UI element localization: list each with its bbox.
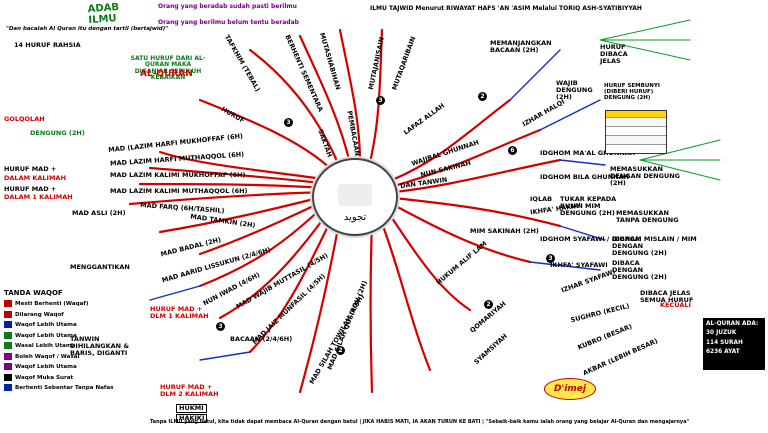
info-line: 30 JUZUK bbox=[706, 330, 737, 337]
center-hub: تجويد bbox=[312, 158, 398, 236]
legend-item: Dilarang Waqof bbox=[4, 310, 100, 321]
label-dibaca-dengan-dengung: DIBACA DENGAN DENGUNG (2H) bbox=[612, 235, 667, 257]
step-badge: 2 bbox=[336, 346, 345, 355]
legend-swatch bbox=[4, 321, 12, 329]
red-box: AL-QURAN bbox=[140, 69, 193, 79]
label-hakiki: HAKIKI bbox=[176, 414, 208, 423]
legend-heading: TANDA WAQOF bbox=[4, 289, 63, 297]
label-kecuali: KECUALI bbox=[660, 301, 691, 309]
label-huruf-mad-dlm1: HURUF MAD + DLM 1 KALIMAH bbox=[150, 305, 209, 320]
tagline-2: Orang yang berilmu belum tentu beradab bbox=[158, 19, 299, 26]
legend-item: Mesti Berhenti (Waqaf) bbox=[4, 299, 100, 310]
label-tanwin: TANWIN DIHILANGKAN & BARIS, DIGANTI bbox=[70, 335, 130, 357]
legend-label: Berhenti Sebentar Tanpa Nafas bbox=[15, 385, 114, 392]
tagline-1: Orang yang beradab sudah pasti berilmu bbox=[158, 3, 297, 10]
table-row bbox=[606, 135, 666, 144]
legend-item: Waqof Lebih Utama bbox=[4, 320, 100, 331]
label-dibaca-dengan-dengung-2: DIBACA DENGAN DENGUNG (2H) bbox=[612, 259, 667, 281]
label-wajib-dengung: WAJIB DENGUNG (2H) bbox=[556, 79, 593, 101]
branch-right-10: IDGHOM SYAFAWI / IDGHAM MISLAIN / MIM bbox=[540, 235, 697, 243]
main-title: ILMU TAJWID Menurut RIWAYAT HAFS 'AN 'AS… bbox=[370, 5, 642, 12]
legend-swatch bbox=[4, 300, 12, 308]
label-memasukkan-dengung: MEMASUKKAN DENGAN DENGUNG (2H) bbox=[610, 165, 681, 187]
label-hukmi: HUKMI bbox=[176, 404, 207, 413]
logo-text: ADAB ILMU bbox=[87, 1, 120, 27]
branch-right-9: MIM SAKINAH (2H) bbox=[470, 227, 539, 235]
step-badge: 2 bbox=[484, 300, 493, 309]
legend-label: Waqof Lebih Utama bbox=[15, 364, 77, 371]
info-line: AL-QURAN ADA: bbox=[706, 321, 759, 327]
dimej-logo: D'imej bbox=[544, 378, 596, 400]
step-badge: 3 bbox=[284, 118, 293, 127]
legend-item: Wasal Lebih Utama bbox=[4, 341, 100, 352]
legend-label: Mesti Berhenti (Waqaf) bbox=[15, 301, 89, 308]
step-badge: 3 bbox=[546, 254, 555, 263]
label-dalam-1-kalimah: DALAM 1 KALIMAH bbox=[4, 193, 73, 201]
label-memasukkan-tanpa: MEMASUKKAN TANPA DENGUNG bbox=[616, 209, 679, 224]
legend-item: Berhenti Sebentar Tanpa Nafas bbox=[4, 383, 113, 394]
waqof-legend: TANDA WAQOF Mesti Berhenti (Waqaf) Dilar… bbox=[4, 289, 113, 394]
label-huruf-mad: HURUF MAD + bbox=[4, 165, 57, 173]
quran-info-box: AL-QURAN ADA: 30 JUZUK 114 SURAH 6236 AY… bbox=[703, 318, 765, 370]
table-row bbox=[606, 117, 666, 126]
branch-left-2: MAD LAZIM KALIMI MUKHOFFAF (6H) bbox=[110, 171, 246, 179]
branch-right-11: IKHFA' SYAFAWI bbox=[550, 261, 608, 269]
footer-text: Tanpa ILMU yang betul, kita tidak dapat … bbox=[150, 419, 690, 425]
legend-swatch bbox=[4, 352, 12, 360]
legend-swatch bbox=[4, 310, 12, 318]
info-line: 114 SURAH bbox=[706, 339, 743, 346]
label-dalam-kalimah: DALAM KALIMAH bbox=[4, 174, 66, 182]
branch-left-3: MAD LAZIM KALIMI MUTHAQQOL (6H) bbox=[110, 187, 248, 195]
step-badge: 3 bbox=[376, 96, 385, 105]
quran-book-icon bbox=[338, 184, 372, 206]
label-memanjangkan: MEMANJANGKAN BACAAN (2H) bbox=[490, 39, 552, 54]
label-dibaca-jelas: HURUF DIBACA JELAS bbox=[600, 43, 628, 65]
legend-swatch bbox=[4, 363, 12, 371]
legend-swatch bbox=[4, 342, 12, 350]
legend-label: Dilarang Waqof bbox=[15, 311, 64, 318]
center-label: تجويد bbox=[343, 212, 367, 223]
logo: ADAB ILMU bbox=[87, 1, 148, 36]
legend-swatch bbox=[4, 373, 12, 381]
legend-label: Waqof Lebih Utama bbox=[15, 322, 77, 329]
legend-label: Waqof Lebih Utama bbox=[15, 332, 77, 339]
legend-item: Waqof Muka Surat bbox=[4, 373, 100, 384]
step-badge: 2 bbox=[478, 92, 487, 101]
label-huruf-mad-2: HURUF MAD + bbox=[4, 185, 57, 193]
label-bacaan: BACAAN (2/4/6H) bbox=[230, 335, 293, 343]
legend-label: Wasal Lebih Utama bbox=[15, 343, 76, 350]
table-row bbox=[606, 126, 666, 135]
label-menggantikan: MENGGANTIKAN bbox=[70, 263, 130, 271]
label-golqolah: GOLQOLAH bbox=[4, 115, 45, 123]
branch-left-13: MAD ASLI (2H) bbox=[72, 209, 126, 217]
branch-right-5: IDGHOM MA'AL GHUNNAH bbox=[540, 149, 636, 157]
legend-swatch bbox=[4, 384, 12, 392]
table-header bbox=[606, 111, 666, 117]
label-dengung: DENGUNG (2H) bbox=[30, 129, 85, 137]
left-heading: 14 HURUF RAHSIA bbox=[14, 41, 81, 49]
legend-item: Waqof Lebih Utama bbox=[4, 331, 100, 342]
label-dibaca-jelas-2: DIBACA JELAS SEMUA HURUF bbox=[640, 289, 694, 304]
legend-label: Boleh Waqof / Wasal bbox=[15, 353, 80, 360]
step-badge: 3 bbox=[216, 322, 225, 331]
label-tukar-kepada: TUKAR KEPADA BUNYI MIM DENGUNG (2H) bbox=[560, 195, 617, 217]
legend-swatch bbox=[4, 331, 12, 339]
reference-table bbox=[605, 110, 667, 154]
branch-right-6: IDGHOM BILA GHUNNAH bbox=[540, 173, 630, 181]
step-badge: 6 bbox=[508, 146, 517, 155]
label-huruf-mad-dlm2: HURUF MAD + DLM 2 KALIMAH bbox=[160, 383, 219, 398]
table-row bbox=[606, 144, 666, 153]
label-huruf-bersembunyi: HURUF SEMBUNYI (DIBERI HURUF) DENGUNG (2… bbox=[604, 83, 660, 101]
legend-item: Waqof Lebih Utama bbox=[4, 362, 100, 373]
info-line: 6236 AYAT bbox=[706, 348, 740, 355]
branch-right-8: IQLAB bbox=[530, 195, 553, 203]
green-box: SATU HURUF DARI AL-QURAN MAKA DIGANJAR S… bbox=[130, 55, 206, 81]
legend-label: Waqof Muka Surat bbox=[15, 374, 74, 381]
legend-item: Boleh Waqof / Wasal bbox=[4, 352, 100, 363]
subtitle: "Dan bacalah Al Quran itu dengan tartil … bbox=[6, 26, 169, 32]
